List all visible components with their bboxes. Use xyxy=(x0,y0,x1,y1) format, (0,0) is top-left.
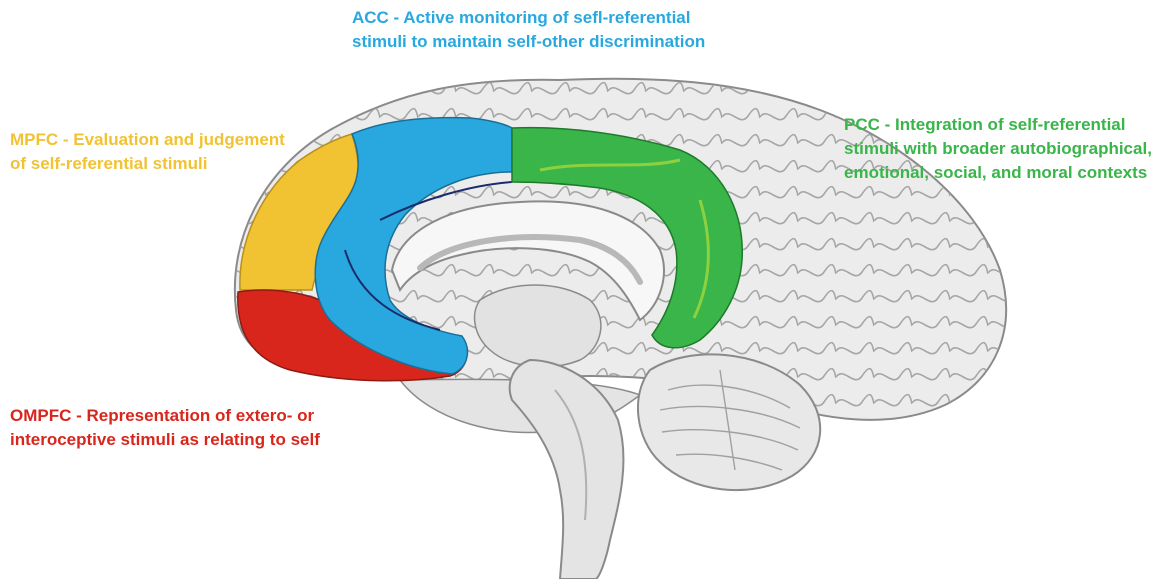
acc-label: ACC - Active monitoring of sefl-referent… xyxy=(352,6,705,54)
acc-label-line2: stimuli to maintain self-other discrimin… xyxy=(352,30,705,54)
pcc-label: PCC - Integration of self-referential st… xyxy=(844,113,1152,185)
mpfc-label: MPFC - Evaluation and judgement of self-… xyxy=(10,128,285,176)
acc-label-line1: ACC - Active monitoring of sefl-referent… xyxy=(352,6,705,30)
ompfc-label: OMPFC - Representation of extero- or int… xyxy=(10,404,320,452)
mpfc-label-line1: MPFC - Evaluation and judgement xyxy=(10,128,285,152)
pcc-label-line1: PCC - Integration of self-referential xyxy=(844,113,1152,137)
ompfc-label-line1: OMPFC - Representation of extero- or xyxy=(10,404,320,428)
mpfc-label-line2: of self-referential stimuli xyxy=(10,152,285,176)
ompfc-label-line2: interoceptive stimuli as relating to sel… xyxy=(10,428,320,452)
pcc-label-line2: stimuli with broader autobiographical, xyxy=(844,137,1152,161)
pcc-label-line3: emotional, social, and moral contexts xyxy=(844,161,1152,185)
